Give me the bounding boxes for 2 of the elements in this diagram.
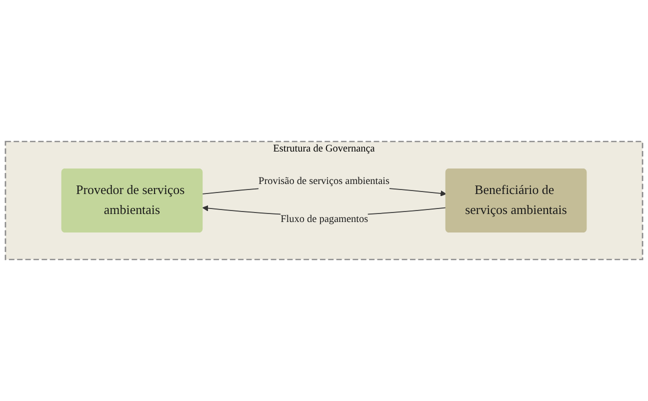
edge-label: Provisão de serviços ambientais xyxy=(258,176,390,187)
edge-label: Fluxo de pagamentos xyxy=(280,214,368,225)
